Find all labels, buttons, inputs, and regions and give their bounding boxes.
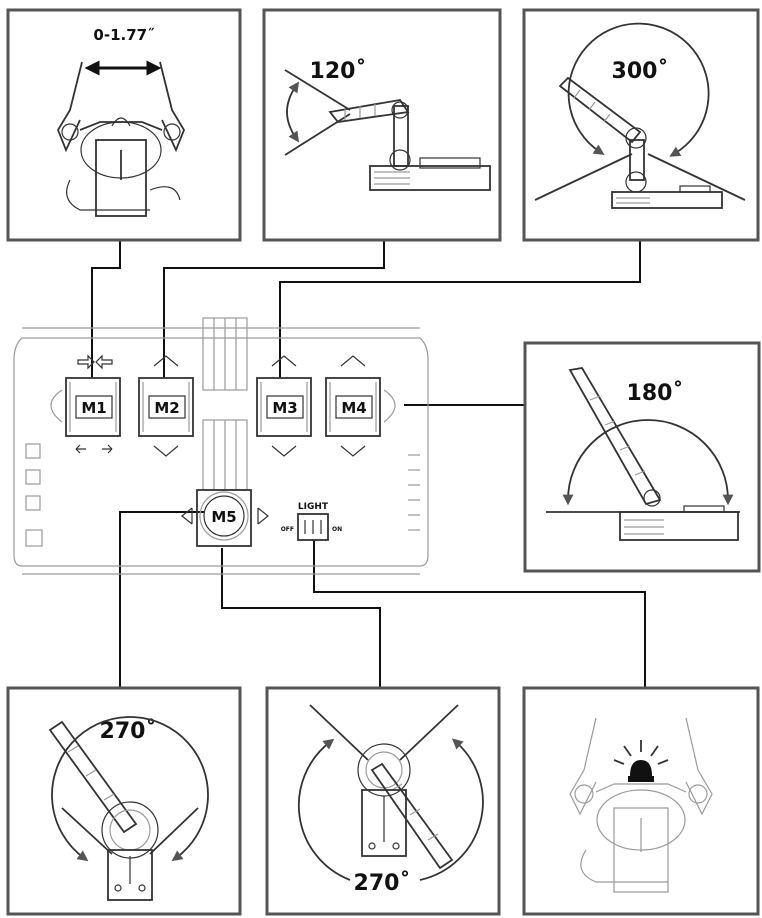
gripper-angle-label: 0-1.77˝ [93, 26, 155, 44]
elbow-angle-label: 300˚ [612, 59, 669, 84]
wire-m3-elbow [279, 240, 641, 378]
wrist-angle-label: 120˚ [310, 59, 367, 84]
panel-gripper: 0-1.77˝ [6, 8, 242, 242]
motor-m3-label: M3 [272, 399, 297, 417]
panel-elbow: 300˚ [522, 8, 760, 242]
panel-base-top: 270˚ [6, 686, 242, 916]
motor-m2-label: M2 [154, 399, 179, 417]
base-top-angle-label: 270˚ [100, 719, 157, 744]
wire-m5-base-left [119, 511, 205, 688]
motor-m1-label: M1 [81, 399, 106, 417]
panel-shoulder: 180˚ [523, 341, 761, 573]
wire-m5-base-right [221, 548, 381, 688]
motor-m5: M5 [181, 489, 269, 547]
motor-m5-label: M5 [211, 508, 236, 526]
light-switch-off-label: OFF [281, 526, 294, 533]
motor-m4-label: M4 [341, 399, 366, 417]
light-switch-on-label: ON [332, 526, 342, 533]
base-bottom-angle-label: 270˚ [354, 871, 411, 896]
lamp-icon [613, 740, 669, 782]
motor-m1: M1 [65, 354, 121, 454]
wrist-arm-illustration [328, 99, 491, 191]
base-top-arm-illustration [48, 720, 159, 901]
wire-m2-wrist [163, 240, 385, 378]
elbow-arm-illustration [558, 76, 723, 209]
gripper-illustration [56, 61, 186, 217]
light-switch-title: LIGHT [298, 502, 329, 512]
panel-base-bottom: 270˚ [265, 686, 501, 916]
light-gripper-illustration [569, 717, 713, 893]
panel-wrist: 120˚ [262, 8, 502, 242]
motor-m2: M2 [138, 355, 194, 457]
wire-m1-gripper [91, 240, 121, 378]
shoulder-arm-illustration [568, 367, 739, 541]
panel-light [522, 686, 760, 916]
base-bottom-arm-illustration [357, 743, 454, 870]
motor-m3: M3 [256, 355, 312, 457]
motor-m4: M4 [325, 355, 381, 457]
light-switch[interactable]: LIGHT OFF ON [281, 502, 342, 541]
controller-board: M1 M2 M3 [13, 317, 429, 575]
shoulder-angle-label: 180˚ [627, 381, 684, 406]
